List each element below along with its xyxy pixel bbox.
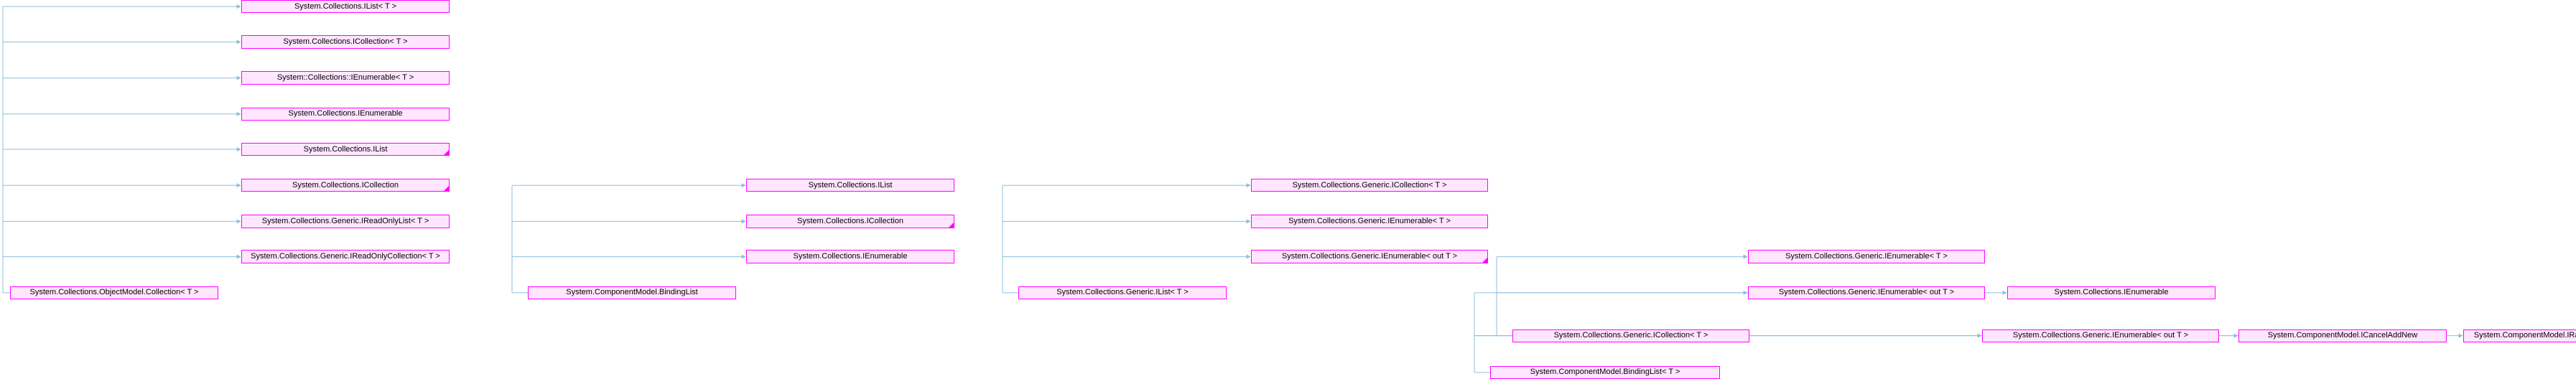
class-node-label: System.ComponentModel.BindingList< T >	[1530, 368, 1680, 377]
class-node[interactable]: System.Collections.IList	[241, 142, 450, 156]
class-node-label: System.Collections.IEnumerable	[288, 109, 403, 118]
class-node[interactable]: System.ComponentModel.IRaiseItemChangedE…	[2463, 329, 2576, 342]
class-node[interactable]: System.Collections.IList< T >	[241, 0, 450, 14]
class-node[interactable]: System.Collections.ObjectModel.Collectio…	[10, 286, 218, 299]
class-node-label: System.Collections.ICollection	[797, 216, 903, 225]
class-node[interactable]: System.Collections.IList	[746, 179, 954, 192]
class-node-label: System.Collections.Generic.ICollection< …	[1292, 180, 1447, 190]
class-node-label: System.Collections.ICollection< T >	[283, 37, 408, 46]
class-node-label: System.Collections.Generic.IEnumerable< …	[1778, 288, 1955, 297]
class-node-label: System.Collections.Generic.IEnumerable< …	[2012, 331, 2189, 340]
class-node-label: System.ComponentModel.ICancelAddNew	[2267, 331, 2418, 340]
class-node-label: System.Collections.Generic.IList< T >	[1056, 288, 1189, 297]
class-node[interactable]: System.Collections.Generic.ICollection< …	[1251, 179, 1488, 192]
class-node[interactable]: System.Collections.Generic.IReadOnlyColl…	[241, 250, 450, 263]
class-node[interactable]: System.Collections.ICollection< T >	[241, 35, 450, 49]
class-node-label: System.Collections.IList< T >	[294, 1, 397, 11]
class-node[interactable]: System.Collections.Generic.IReadOnlyList…	[241, 215, 450, 228]
class-node[interactable]: System.Collections.Generic.IEnumerable< …	[1748, 286, 1985, 299]
class-node[interactable]: System.Collections.ICollection	[746, 215, 954, 228]
class-node-label: System.Collections.Generic.IReadOnlyList…	[261, 216, 429, 225]
class-node[interactable]: System.Collections.ICollection	[241, 179, 450, 192]
class-node[interactable]: System.Collections.Generic.IEnumerable< …	[1748, 250, 1985, 263]
class-node-label: System.Collections.ObjectModel.Collectio…	[29, 288, 199, 297]
class-node[interactable]: System.Collections.Generic.ICollection< …	[1512, 329, 1749, 342]
class-node-label: System.Collections.Generic.IEnumerable< …	[1288, 216, 1451, 225]
class-node-label: System.Collections.Generic.IEnumerable< …	[1785, 252, 1948, 261]
class-node[interactable]: System::Collections::IEnumerable< T >	[241, 71, 450, 85]
class-node[interactable]: System.Collections.IEnumerable	[2007, 286, 2215, 299]
class-node-label: System.Collections.IList	[303, 144, 388, 154]
class-node-label: System.Collections.IEnumerable	[2054, 288, 2169, 297]
class-node[interactable]: System.ComponentModel.BindingList	[528, 286, 736, 299]
class-node[interactable]: System.Collections.Generic.IList< T >	[1018, 286, 1227, 299]
class-node[interactable]: System.Collections.Generic.IEnumerable< …	[1982, 329, 2219, 342]
class-node-label: System.Collections.Generic.IEnumerable< …	[1281, 252, 1458, 261]
class-node-label: System.Collections.ICollection	[292, 180, 399, 190]
class-node[interactable]: System.ComponentModel.ICancelAddNew	[2238, 329, 2447, 342]
class-node-label: System.Collections.Generic.IReadOnlyColl…	[251, 252, 440, 261]
class-node-label: System.ComponentModel.BindingList	[566, 288, 698, 297]
class-node[interactable]: System.Collections.IEnumerable	[241, 107, 450, 121]
class-node-label: System::Collections::IEnumerable< T >	[276, 73, 414, 83]
class-node-label: System.ComponentModel.IRaiseItemChangedE…	[2473, 331, 2576, 340]
class-node-label: System.Collections.IEnumerable	[793, 252, 908, 261]
class-node-label: System.Collections.Generic.ICollection< …	[1553, 331, 1708, 340]
class-node[interactable]: System.Collections.IEnumerable	[746, 250, 954, 263]
class-node-label: System.Collections.IList	[808, 180, 893, 190]
class-node[interactable]: System.ComponentModel.BindingList< T >	[1490, 365, 1720, 379]
class-node[interactable]: System.Collections.Generic.IEnumerable< …	[1251, 250, 1488, 263]
class-node[interactable]: System.Collections.Generic.IEnumerable< …	[1251, 215, 1488, 228]
